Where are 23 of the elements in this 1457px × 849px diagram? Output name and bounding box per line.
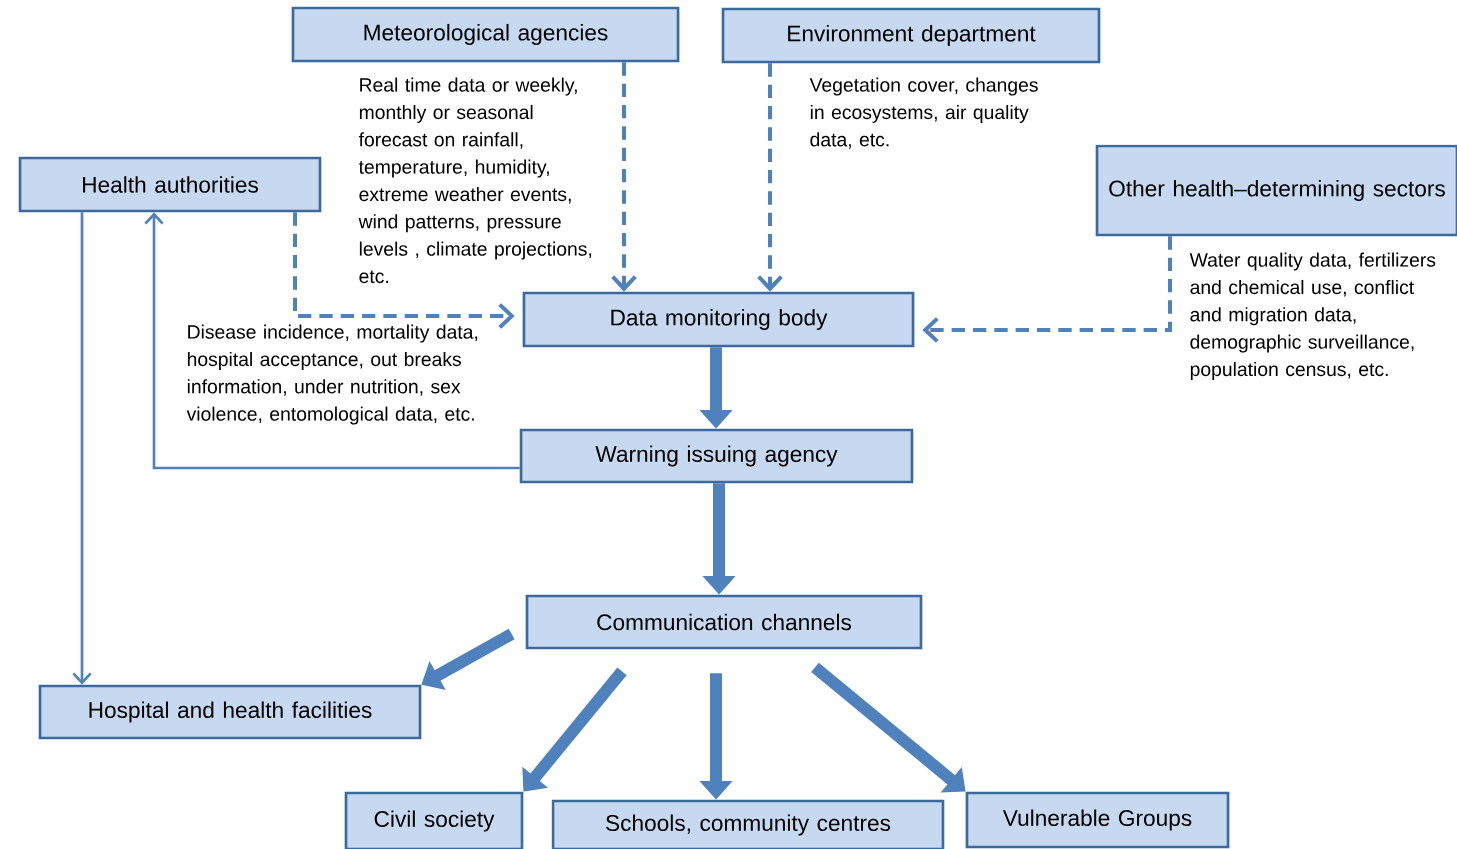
process-box: Hospital and health facilities xyxy=(38,684,422,740)
arrow xyxy=(522,667,627,792)
edge-label: Vegetation cover, changes in ecosystems, air quality data, etc. xyxy=(808,76,1043,151)
arrow xyxy=(144,212,520,470)
process-box: Communication channels xyxy=(525,594,923,650)
process-box: Warning issuing agency xyxy=(519,428,914,484)
edge-label: Water quality data, fertilizers and chemical use, conflict and migration data, demographic surveillance, population census, etc. xyxy=(1188,251,1453,382)
edge-label: Disease incidence, mortality data, hospital acceptance, out breaks information, under nutrition, sex violence, entomological data, etc. xyxy=(185,323,483,426)
arrow xyxy=(293,212,515,329)
arrow xyxy=(757,63,783,292)
process-box: Health authorities xyxy=(18,156,322,213)
process-box: Environment department xyxy=(721,7,1101,64)
process-box: Schools, community centres xyxy=(551,799,945,849)
arrow xyxy=(811,662,966,793)
process-box: Data monitoring body xyxy=(522,291,915,348)
process-box: Civil society xyxy=(344,791,524,849)
process-box: Vulnerable Groups xyxy=(965,791,1230,849)
edge-label: Real time data or weekly, monthly or seasonal forecast on rainfall, temperature, humidity, extreme weather events, wind patterns, pressure levels , climate projections, etc. xyxy=(357,76,605,285)
process-box: Meteorological agencies xyxy=(291,6,680,63)
arrow xyxy=(72,212,92,685)
arrow xyxy=(611,62,637,292)
process-box: Other health–determining sectors xyxy=(1095,144,1457,237)
arrow xyxy=(922,236,1172,343)
